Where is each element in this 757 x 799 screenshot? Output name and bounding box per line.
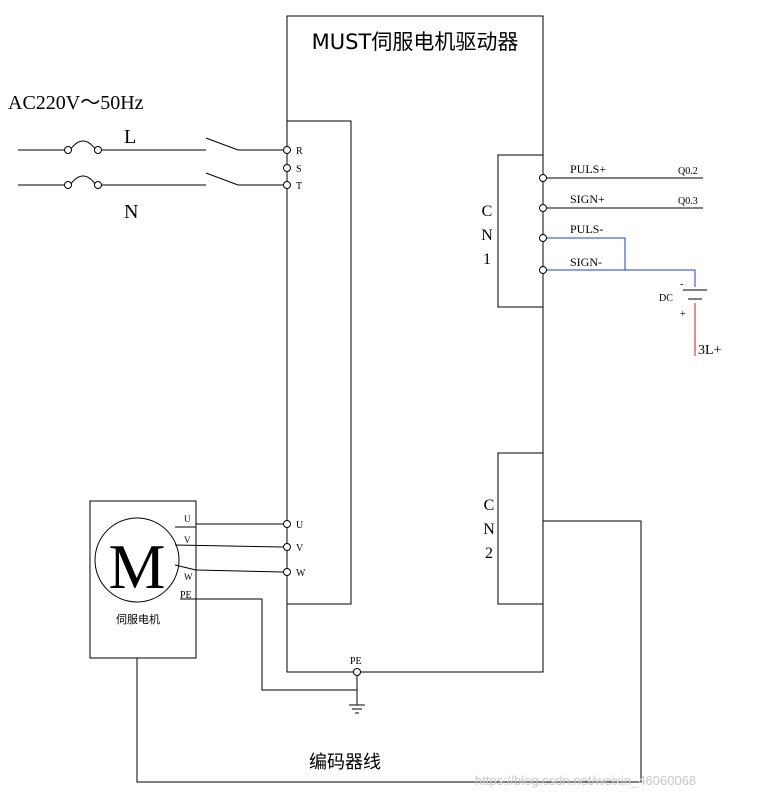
pin-sign-minus — [539, 266, 547, 274]
cn2-label-c: C — [484, 497, 495, 514]
encoder-cable — [136, 520, 642, 783]
terminal-strip — [286, 120, 352, 605]
pin-sign-plus — [539, 204, 547, 212]
motor-symbol — [94, 517, 180, 603]
motor-pin-v: V — [184, 535, 191, 545]
terminal-R — [283, 146, 291, 154]
dc-plus-sign: + — [680, 309, 686, 320]
encoder-label: 编码器线 — [309, 752, 381, 773]
terminal-W — [283, 568, 291, 576]
terminal-U — [283, 520, 291, 528]
cn2-label-2: 2 — [485, 545, 493, 562]
line-N-wiring — [18, 172, 283, 189]
ac-supply-label: AC220V～50Hz — [8, 92, 144, 114]
cn1-pins — [539, 174, 547, 274]
pin-puls-plus — [539, 174, 547, 182]
motor-terminals — [283, 520, 291, 576]
motor-pin-u: U — [184, 514, 191, 524]
terminal-T — [283, 181, 291, 189]
dc-minus-sign: - — [680, 279, 683, 290]
terminal-V — [283, 543, 291, 551]
plc-output-q03: Q0.3 — [678, 196, 698, 207]
cn2-label-n: N — [483, 521, 495, 538]
terminal-T-label: T — [296, 181, 302, 192]
pe-label: PE — [350, 656, 362, 667]
terminal-V-label: V — [296, 543, 304, 554]
pin-puls-plus-label: PULS+ — [570, 162, 606, 176]
motor-wiring — [174, 523, 357, 691]
motor-label: 伺服电机 — [116, 612, 160, 626]
terminal-U-label: U — [296, 520, 304, 531]
pin-puls-minus-label: PULS- — [570, 222, 603, 236]
dc-supply-label: 3L+ — [698, 343, 722, 358]
cn1-wiring — [546, 177, 707, 356]
line-N-label: N — [124, 201, 138, 223]
dc-label: DC — [659, 293, 673, 304]
cn1-label-1: 1 — [483, 251, 491, 268]
pin-sign-plus-label: SIGN+ — [570, 192, 605, 206]
power-terminals — [283, 146, 291, 189]
cn1-label-n: N — [481, 227, 493, 244]
plc-output-q02: Q0.2 — [678, 166, 698, 177]
driver-box — [286, 15, 544, 673]
line-L-wiring — [18, 137, 283, 154]
cn1-connector — [497, 154, 544, 308]
pin-puls-minus — [539, 234, 547, 242]
pin-sign-minus-label: SIGN- — [570, 255, 602, 269]
motor-box — [89, 500, 197, 659]
terminal-S — [283, 164, 291, 172]
terminal-R-label: R — [296, 146, 303, 157]
cn2-connector — [497, 452, 544, 605]
watermark: https://blog.csdn.net/weixin_46060068 — [475, 773, 696, 788]
motor-pin-w: W — [184, 572, 193, 582]
terminal-S-label: S — [296, 164, 302, 175]
motor-m-label: M — [109, 531, 166, 602]
pe-terminal — [353, 668, 361, 676]
motor-pin-pe: PE — [180, 590, 192, 601]
pe-ground — [349, 676, 365, 714]
cn1-label-c: C — [482, 203, 493, 220]
line-L-label: L — [124, 126, 136, 148]
driver-title: MUST伺服电机驱动器 — [312, 30, 519, 54]
terminal-W-label: W — [296, 568, 306, 579]
